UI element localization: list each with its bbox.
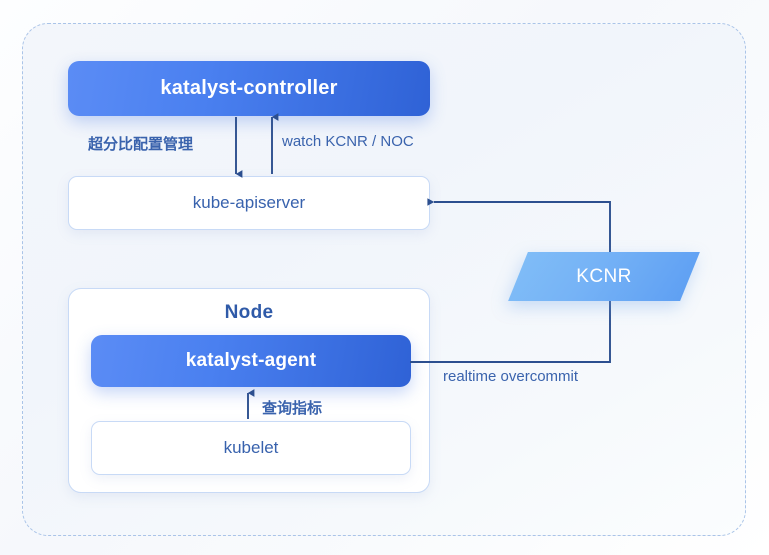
katalyst-controller-node[interactable]: katalyst-controller [68,61,430,116]
katalyst-agent-label: katalyst-agent [185,350,317,371]
kubelet-label: kubelet [223,438,279,457]
kcnr-node-label: KCNR [576,265,632,287]
edge-label-watch: watch KCNR / NOC [282,133,414,150]
node-group-title: Node [224,302,274,323]
kubelet-node[interactable]: kubelet [91,421,411,475]
kube-apiserver-node[interactable]: kube-apiserver [68,176,430,230]
kube-apiserver-label: kube-apiserver [192,193,306,212]
edge-label-query-metric: 查询指标 [262,399,323,417]
edge-label-realtime-overcommit: realtime overcommit [443,368,579,385]
edge-label-overcommit-config: 超分比配置管理 [88,135,194,153]
katalyst-controller-label: katalyst-controller [160,77,338,99]
node-group-container[interactable]: Node katalyst-agent kubelet [68,288,430,493]
katalyst-agent-node[interactable]: katalyst-agent [91,335,411,387]
